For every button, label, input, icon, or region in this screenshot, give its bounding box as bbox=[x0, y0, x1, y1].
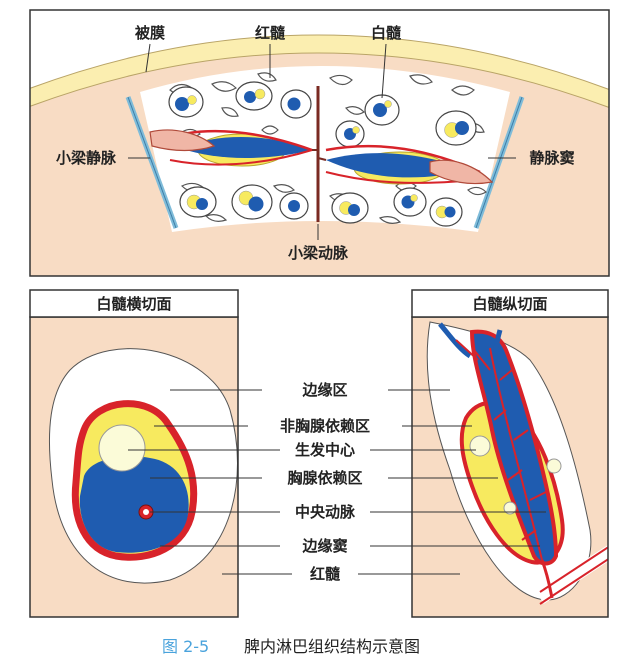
marginal-sinus-label: 边缘窦 bbox=[301, 537, 347, 555]
top-panel: 被膜 红髓 白髓 小梁静脉 静脉窦 小梁动脉 bbox=[29, 9, 610, 277]
longitudinal-section-title: 白髓纵切面 bbox=[472, 295, 547, 313]
cell-cluster bbox=[168, 86, 204, 118]
left-vessel-complex bbox=[149, 129, 313, 167]
outside-area bbox=[30, 10, 609, 90]
trabecular-vessel bbox=[536, 544, 608, 604]
cell-cluster bbox=[429, 197, 463, 227]
cell-cluster bbox=[280, 89, 312, 119]
cross-section-title: 白髓横切面 bbox=[96, 295, 171, 313]
marginal-zone-label: 边缘区 bbox=[301, 381, 347, 399]
cell-cluster bbox=[364, 94, 400, 126]
longitudinal-section-title-box bbox=[411, 289, 609, 318]
capsule-label: 被膜 bbox=[135, 24, 165, 42]
cell-cluster bbox=[331, 192, 369, 224]
cross-section-panel: 白髓横切面 bbox=[29, 289, 239, 618]
longitudinal-germinal-center bbox=[546, 458, 562, 474]
germinal-center-label: 生发中心 bbox=[295, 441, 355, 459]
longitudinal-section-panel: 白髓纵切面 bbox=[411, 289, 609, 618]
germinal-center bbox=[98, 424, 146, 472]
longitudinal-arteries bbox=[455, 339, 547, 561]
figure-number: 图 2-5 bbox=[162, 637, 209, 656]
white-pulp-label: 白髓 bbox=[371, 24, 402, 42]
cell-cluster bbox=[335, 120, 365, 148]
figure-title: 脾内淋巴组织结构示意图 bbox=[244, 637, 420, 656]
right-vessel-complex bbox=[325, 144, 494, 185]
trabecular-vein-label: 小梁静脉 bbox=[56, 149, 117, 167]
cross-section-title-box bbox=[29, 289, 239, 318]
center-labels: 边缘区 非胸腺依赖区 生发中心 胸腺依赖区 中央动脉 边缘窦 红髓 bbox=[280, 381, 370, 583]
thymus-dependent-zone bbox=[79, 456, 189, 553]
red-pulp-center-label: 红髓 bbox=[310, 565, 341, 583]
cell-cluster bbox=[435, 110, 477, 146]
longitudinal-germinal-center bbox=[469, 435, 491, 457]
trabecular-artery-label: 小梁动脉 bbox=[288, 244, 349, 262]
cell-clusters bbox=[168, 81, 477, 227]
venous-sinus-bar-edge bbox=[475, 96, 523, 229]
longitudinal-germinal-center bbox=[503, 501, 517, 515]
leader-white-pulp bbox=[381, 43, 387, 99]
thymus-dependent-zone-label: 胸腺依赖区 bbox=[287, 469, 362, 487]
cell-cluster bbox=[393, 187, 427, 217]
cell-cluster bbox=[279, 192, 309, 220]
top-panel-frame bbox=[29, 9, 610, 277]
central-artery-label: 中央动脉 bbox=[295, 503, 356, 521]
venous-sinus-label: 静脉窦 bbox=[529, 149, 574, 167]
center-leader-lines bbox=[128, 389, 546, 575]
red-pulp-label: 红髓 bbox=[255, 24, 286, 42]
cell-cluster bbox=[235, 81, 273, 111]
cell-cluster bbox=[231, 184, 273, 220]
capsule-band bbox=[30, 34, 609, 108]
cell-cluster bbox=[179, 186, 217, 218]
leader-capsule bbox=[145, 43, 151, 73]
figure-caption: 图 2-5 脾内淋巴组织结构示意图 bbox=[162, 637, 420, 656]
thymus-independent-zone-label: 非胸腺依赖区 bbox=[280, 417, 370, 435]
trabecular-vein-bar-edge bbox=[127, 96, 177, 229]
